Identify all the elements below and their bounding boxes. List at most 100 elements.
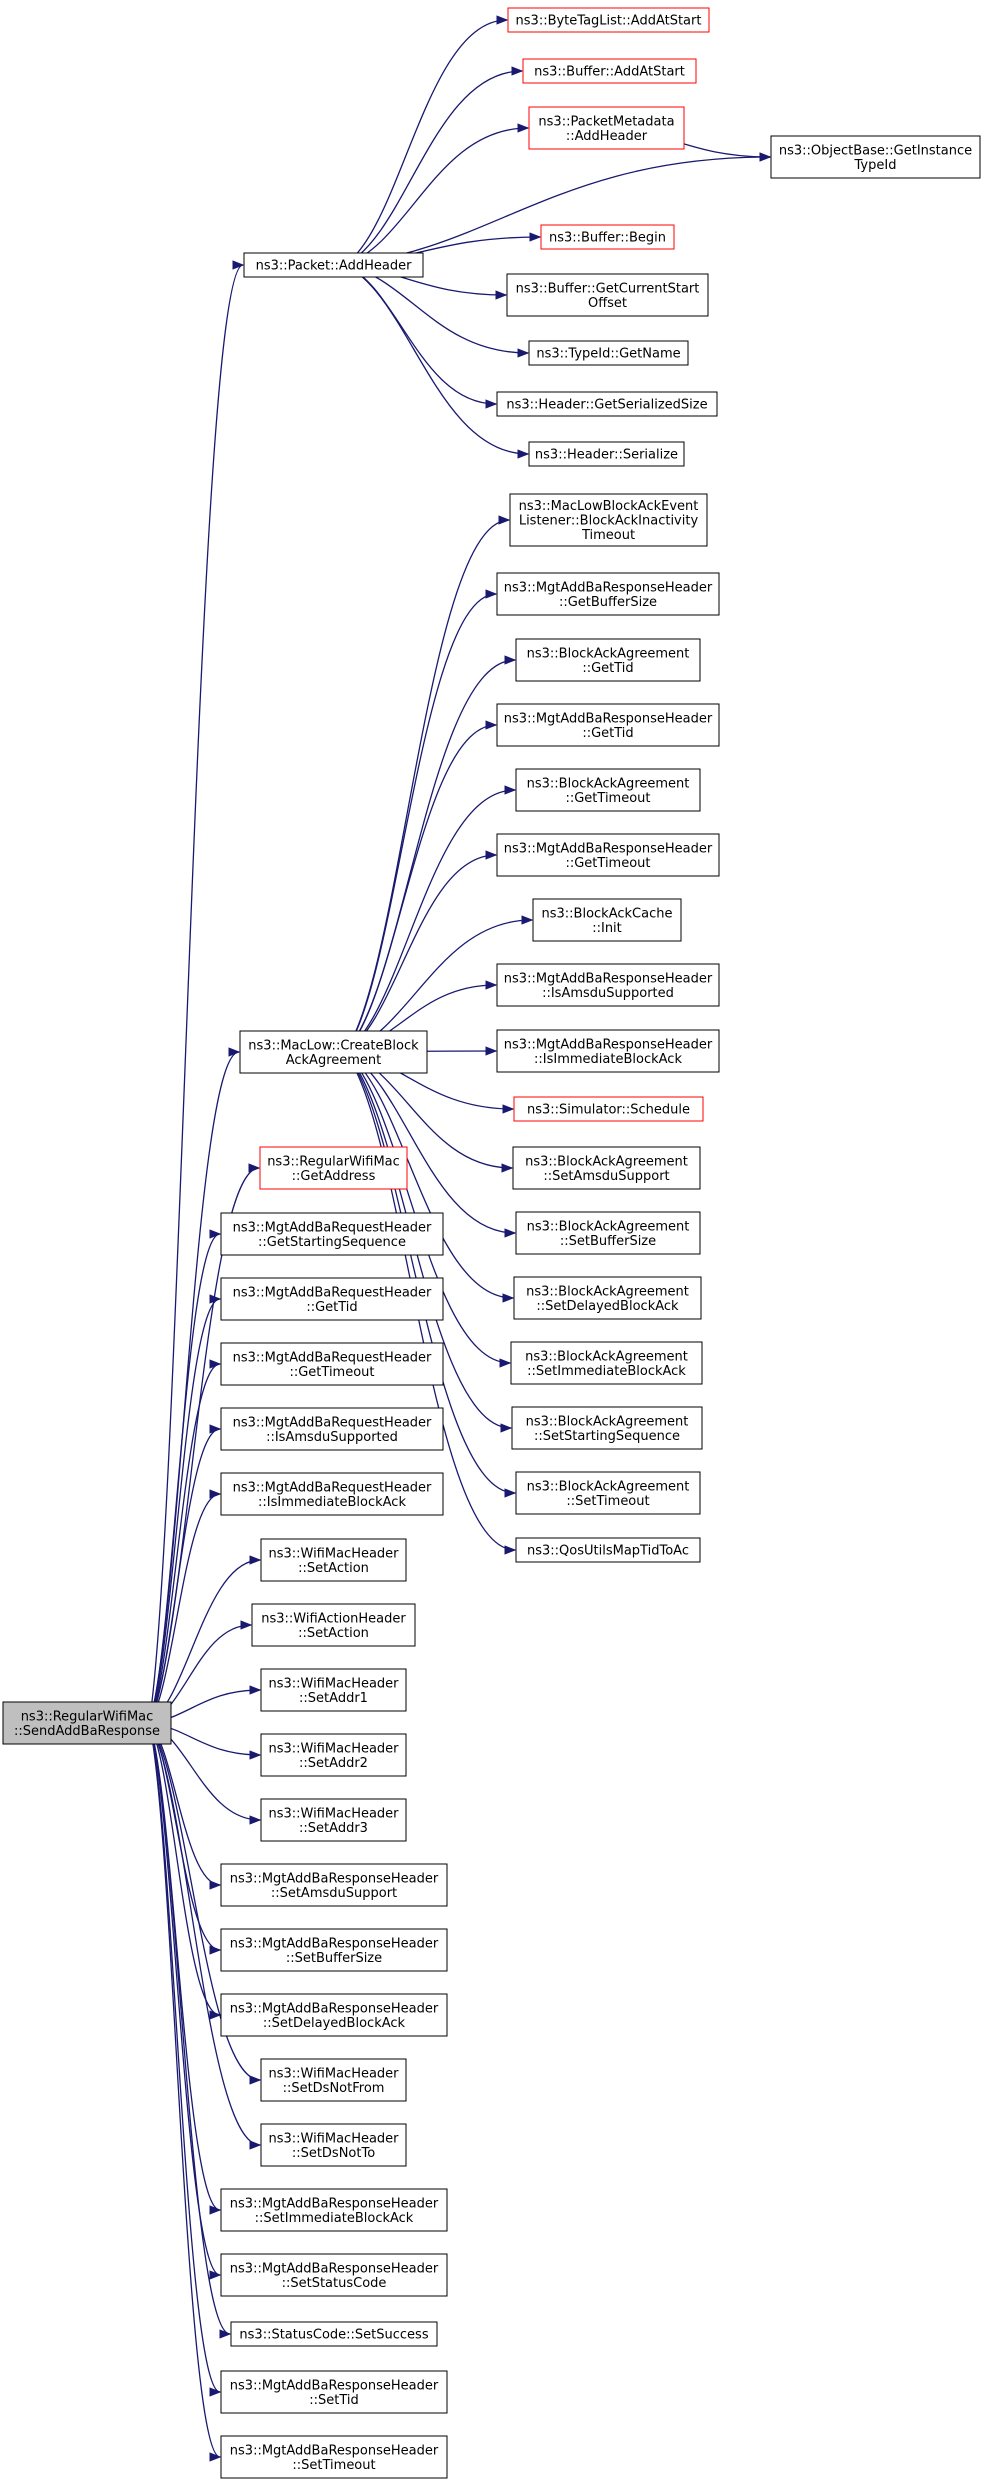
node-mgtaddbaresponseheader-isamsdusupported[interactable]: ns3::MgtAddBaResponseHeader::IsAmsduSupp… [496, 963, 720, 1007]
node-label-line: ns3::Header::GetSerializedSize [506, 398, 707, 413]
node-label-line: ::SetTimeout [566, 1494, 649, 1509]
node-packetmetadata-addheader[interactable]: ns3::PacketMetadata::AddHeader [528, 106, 685, 150]
node-label-line: ::GetTid [306, 1300, 357, 1315]
node-mgtaddbaresponseheader-gettimeout[interactable]: ns3::MgtAddBaResponseHeader::GetTimeout [496, 833, 720, 877]
node-label-line: ns3::BlockAckCache [542, 906, 673, 921]
node-mgtaddbaresponseheader-setstatuscode[interactable]: ns3::MgtAddBaResponseHeader::SetStatusCo… [220, 2253, 448, 2297]
node-box [496, 703, 720, 747]
node-mgtaddbarequestheader-getstartingsequence[interactable]: ns3::MgtAddBaRequestHeader::GetStartingS… [220, 1212, 444, 1256]
node-qosutilsmaptidtoac[interactable]: ns3::QosUtilsMapTidToAc [515, 1537, 701, 1563]
node-mgtaddbaresponseheader-settimeout[interactable]: ns3::MgtAddBaResponseHeader::SetTimeout [220, 2435, 448, 2479]
node-label-line: ns3::MgtAddBaResponseHeader [230, 1936, 439, 1951]
node-box [512, 1146, 701, 1190]
node-blockackagreement-setimmediateblockack[interactable]: ns3::BlockAckAgreement::SetImmediateBloc… [510, 1341, 703, 1385]
node-mgtaddbaresponseheader-setimmediateblockack[interactable]: ns3::MgtAddBaResponseHeader::SetImmediat… [220, 2188, 448, 2232]
node-blockackagreement-setamsdusupport[interactable]: ns3::BlockAckAgreement::SetAmsduSupport [512, 1146, 701, 1190]
node-label-line: ns3::MgtAddBaResponseHeader [504, 841, 713, 856]
node-label-line: ns3::WifiActionHeader [261, 1611, 406, 1626]
node-mgtaddbaresponseheader-gettid[interactable]: ns3::MgtAddBaResponseHeader::GetTid [496, 703, 720, 747]
node-box [220, 2435, 448, 2479]
node-label-line: ns3::Buffer::Begin [549, 231, 666, 246]
node-mgtaddbaresponseheader-isimmediateblockack[interactable]: ns3::MgtAddBaResponseHeader::IsImmediate… [496, 1029, 720, 1073]
edges [148, 15, 772, 2462]
node-box [220, 1863, 448, 1907]
node-box [522, 58, 697, 84]
node-buffer-begin[interactable]: ns3::Buffer::Begin [540, 224, 675, 250]
node-box [528, 106, 685, 150]
node-label-line: ns3::BlockAckAgreement [527, 776, 690, 791]
node-box [220, 1993, 448, 2037]
node-label-line: ::SetTimeout [292, 2458, 375, 2473]
node-simulator-schedule[interactable]: ns3::Simulator::Schedule [513, 1096, 704, 1122]
node-label-line: ::GetStartingSequence [258, 1235, 406, 1250]
node-label-line: TypeId [854, 158, 897, 173]
node-box [230, 2321, 438, 2347]
node-mgtaddbarequestheader-gettid[interactable]: ns3::MgtAddBaRequestHeader::GetTid [220, 1277, 444, 1321]
node-blockackagreement-setstartingsequence[interactable]: ns3::BlockAckAgreement::SetStartingSeque… [511, 1406, 703, 1450]
edge-root-to-mgtaddbarequestheader-gettid [148, 1294, 222, 1724]
node-label-line: ::SetBufferSize [560, 1234, 656, 1249]
node-label-line: AckAgreement [286, 1053, 382, 1068]
node-blockackagreement-gettimeout[interactable]: ns3::BlockAckAgreement::GetTimeout [515, 768, 701, 812]
node-regularwifimac-getaddress[interactable]: ns3::RegularWifiMac::GetAddress [259, 1146, 408, 1190]
node-box [515, 638, 701, 682]
node-box [260, 1538, 407, 1582]
node-mgtaddbarequestheader-isamsdusupported[interactable]: ns3::MgtAddBaRequestHeader::IsAmsduSuppo… [220, 1407, 444, 1451]
node-wifimacheader-setaddr2[interactable]: ns3::WifiMacHeader::SetAddr2 [260, 1733, 407, 1777]
node-mgtaddbaresponseheader-setamsdusupport[interactable]: ns3::MgtAddBaResponseHeader::SetAmsduSup… [220, 1863, 448, 1907]
node-box [220, 1342, 444, 1386]
node-box [496, 1029, 720, 1073]
node-blockackagreement-gettid[interactable]: ns3::BlockAckAgreement::GetTid [515, 638, 701, 682]
node-wifimacheader-setdsnotto[interactable]: ns3::WifiMacHeader::SetDsNotTo [260, 2123, 407, 2167]
node-mgtaddbaresponseheader-setbuffersize[interactable]: ns3::MgtAddBaResponseHeader::SetBufferSi… [220, 1928, 448, 1972]
node-blockackagreement-setbuffersize[interactable]: ns3::BlockAckAgreement::SetBufferSize [515, 1211, 701, 1255]
node-box [496, 963, 720, 1007]
node-wifimacheader-setaddr3[interactable]: ns3::WifiMacHeader::SetAddr3 [260, 1798, 407, 1842]
node-label-line: ::GetTimeout [289, 1365, 374, 1380]
node-mgtaddbaresponseheader-setdelayedblockack[interactable]: ns3::MgtAddBaResponseHeader::SetDelayedB… [220, 1993, 448, 2037]
node-box [220, 1277, 444, 1321]
node-blockackagreement-settimeout[interactable]: ns3::BlockAckAgreement::SetTimeout [515, 1471, 701, 1515]
edge-maclow-createblockackagreement-to-blockackagreement-gettimeout [344, 785, 517, 1053]
node-packet-addheader[interactable]: ns3::Packet::AddHeader [243, 252, 424, 278]
node-label-line: ns3::Buffer::GetCurrentStart [516, 281, 700, 296]
node-statuscode-setsuccess[interactable]: ns3::StatusCode::SetSuccess [230, 2321, 438, 2347]
node-wifiactionheader-setaction[interactable]: ns3::WifiActionHeader::SetAction [251, 1603, 416, 1647]
node-box [260, 1798, 407, 1842]
node-buffer-addatstart[interactable]: ns3::Buffer::AddAtStart [522, 58, 697, 84]
edge-packet-addheader-to-header-getserializedsize [344, 264, 498, 409]
node-label-line: ns3::Header::Serialize [535, 448, 678, 463]
node-blockackcache-init[interactable]: ns3::BlockAckCache::Init [532, 898, 682, 942]
node-label-line: ::SetStatusCode [282, 2276, 387, 2291]
node-header-getserializedsize[interactable]: ns3::Header::GetSerializedSize [496, 391, 718, 417]
root-node-root[interactable]: ns3::RegularWifiMac::SendAddBaResponse [2, 1701, 172, 1745]
node-mgtaddbarequestheader-gettimeout[interactable]: ns3::MgtAddBaRequestHeader::GetTimeout [220, 1342, 444, 1386]
node-label-line: ns3::ObjectBase::GetInstance [779, 143, 972, 158]
node-typeid-getname[interactable]: ns3::TypeId::GetName [528, 340, 689, 366]
node-label-line: ::SetAddr2 [299, 1756, 368, 1771]
node-maclowblockackeventlistener-blockackinactivitytimeout[interactable]: ns3::MacLowBlockAckEventListener::BlockA… [509, 493, 708, 547]
node-wifimacheader-setdsnotfrom[interactable]: ns3::WifiMacHeader::SetDsNotFrom [260, 2058, 407, 2102]
node-bytetaglist-addatstart[interactable]: ns3::ByteTagList::AddAtStart [507, 7, 710, 33]
node-label-line: ns3::MgtAddBaResponseHeader [230, 2261, 439, 2276]
edge-root-to-statuscode-setsuccess [148, 1722, 232, 2339]
node-wifimacheader-setaction[interactable]: ns3::WifiMacHeader::SetAction [260, 1538, 407, 1582]
node-box [496, 391, 718, 417]
node-label-line: ::SetStartingSequence [534, 1429, 680, 1444]
edge-packet-addheader-to-bytetaglist-addatstart [343, 15, 509, 266]
node-blockackagreement-setdelayedblockack[interactable]: ns3::BlockAckAgreement::SetDelayedBlockA… [513, 1276, 702, 1320]
node-label-line: ns3::TypeId::GetName [536, 347, 680, 362]
node-wifimacheader-setaddr1[interactable]: ns3::WifiMacHeader::SetAddr1 [260, 1668, 407, 1712]
node-label-line: ns3::RegularWifiMac [21, 1709, 154, 1724]
node-mgtaddbarequestheader-isimmediateblockack[interactable]: ns3::MgtAddBaRequestHeader::IsImmediateB… [220, 1472, 444, 1516]
node-mgtaddbaresponseheader-settid[interactable]: ns3::MgtAddBaResponseHeader::SetTid [220, 2370, 448, 2414]
edge-root-to-mgtaddbarequestheader-gettimeout [148, 1359, 222, 1724]
node-label-line: ::SetAddr1 [299, 1691, 368, 1706]
node-label-line: ns3::WifiMacHeader [268, 2066, 399, 2081]
node-mgtaddbaresponseheader-getbuffersize[interactable]: ns3::MgtAddBaResponseHeader::GetBufferSi… [496, 572, 720, 616]
node-label-line: ::SetBufferSize [286, 1951, 382, 1966]
node-header-serialize[interactable]: ns3::Header::Serialize [528, 441, 685, 467]
